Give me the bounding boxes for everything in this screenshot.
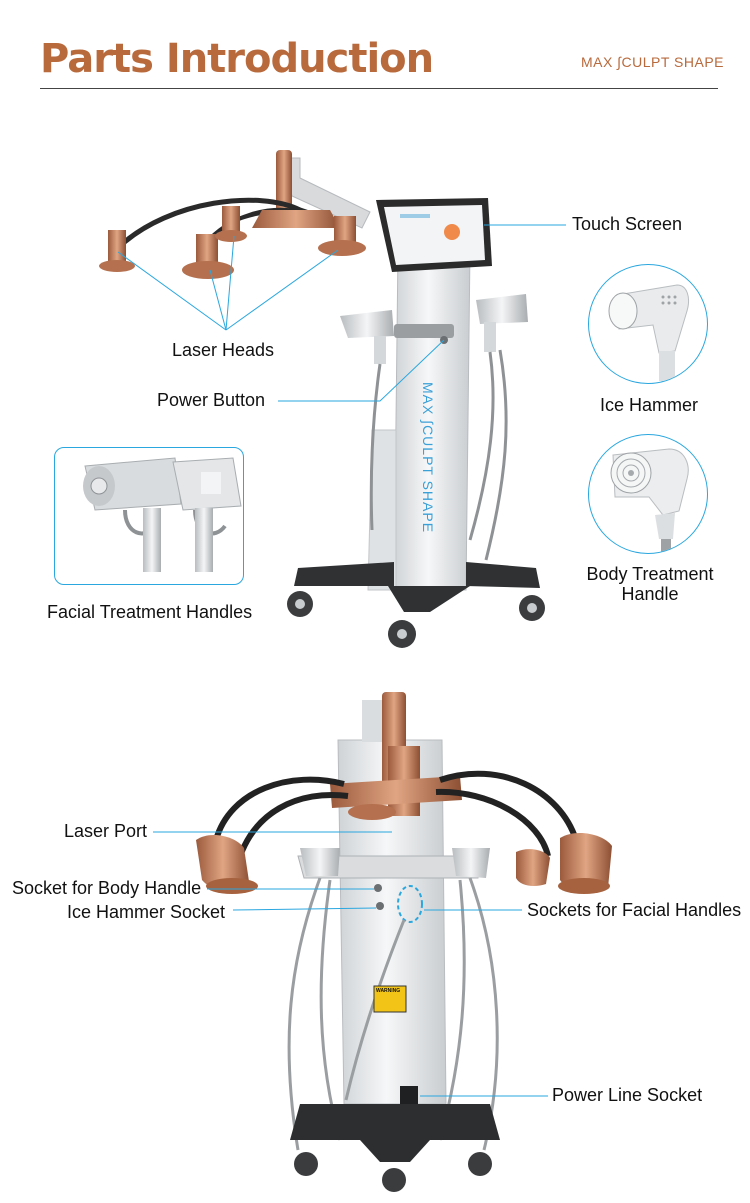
label-laser-heads: Laser Heads: [172, 340, 275, 360]
ice-hammer-icon: [608, 284, 690, 381]
brand-logo: MAX ∫CULPT SHAPE: [580, 54, 724, 70]
label-socket-body-handle: Socket for Body Handle: [12, 878, 202, 898]
label-body-treatment-line2: Handle: [621, 584, 679, 604]
label-power-line-socket: Power Line Socket: [552, 1085, 703, 1105]
label-body-treatment-handle: Body Treatment Handle: [584, 564, 716, 604]
rear-laser-head-right: [516, 832, 612, 894]
rear-caster-wheels: [294, 1152, 492, 1192]
warning-tag-text: WARNING: [376, 988, 401, 994]
label-ice-hammer-socket: Ice Hammer Socket: [67, 902, 226, 922]
facial-handle-right: [476, 294, 528, 352]
label-laser-port: Laser Port: [64, 821, 148, 841]
power-line-socket: [400, 1086, 418, 1106]
laser-head-4: [318, 216, 366, 256]
body-handle-icon: [610, 448, 689, 553]
label-facial-treatment-handles: Facial Treatment Handles: [47, 602, 253, 622]
header-divider: [40, 88, 718, 89]
page-title: Parts Introduction: [40, 36, 434, 82]
rear-laser-head-left: [196, 834, 258, 894]
facial-handles-icon: [83, 457, 242, 572]
ice-hammer-detail: [588, 264, 708, 384]
label-touch-screen: Touch Screen: [572, 214, 683, 234]
caster-wheels: [287, 591, 545, 648]
label-ice-hammer: Ice Hammer: [600, 395, 699, 415]
facial-handles-detail: [54, 447, 244, 585]
touch-screen: [376, 198, 492, 272]
label-power-button: Power Button: [157, 390, 266, 410]
body-handle-detail: [588, 434, 708, 554]
label-body-treatment-line1: Body Treatment: [586, 564, 714, 584]
label-sockets-facial-handles: Sockets for Facial Handles: [527, 900, 742, 920]
